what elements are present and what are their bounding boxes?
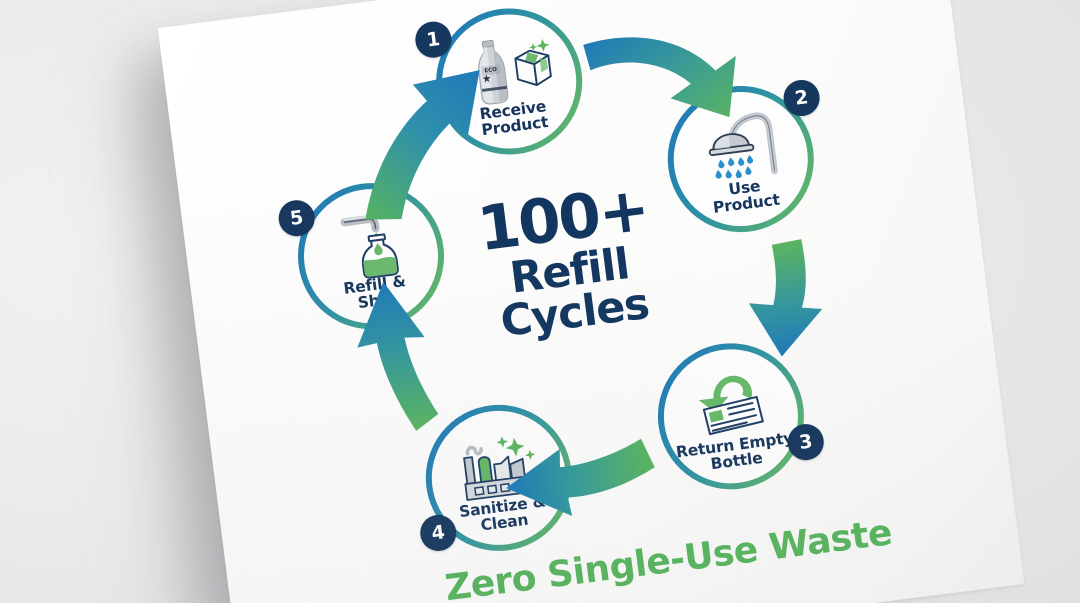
arrow-step4-to-step5	[357, 281, 439, 431]
return-label-arrow-icon	[678, 366, 782, 445]
step-3-ring	[657, 343, 804, 490]
arrow-step5-to-step1	[365, 70, 480, 220]
faucet-filling-bottle-icon	[318, 206, 422, 285]
arrow-step1-to-step2	[583, 37, 736, 118]
poster-stage: ECO	[158, 0, 1024, 603]
step-2-use-product[interactable]: Use Product 2	[657, 75, 825, 243]
refill-cycle-poster: ECO	[157, 0, 1025, 603]
step-5-refill-and-ship[interactable]: Refill & Ship 5	[276, 172, 455, 340]
step-1-receive-product[interactable]: ECO	[413, 0, 593, 165]
factory-sparkle-icon	[446, 427, 550, 506]
svg-text:ECO: ECO	[484, 67, 497, 75]
step-4-sanitize-and-clean[interactable]: Sanitize & Clean 4	[415, 394, 583, 562]
arrow-step3-to-step4	[506, 438, 655, 517]
cycle-arrows-layer	[357, 37, 823, 517]
bottle-and-package-icon: ECO	[456, 31, 560, 110]
arrow-step2-to-step3	[748, 239, 823, 357]
step-3-return-empty-bottle[interactable]: Return Empty Bottle 3	[647, 333, 826, 501]
showerhead-with-droplets-icon	[688, 108, 792, 187]
